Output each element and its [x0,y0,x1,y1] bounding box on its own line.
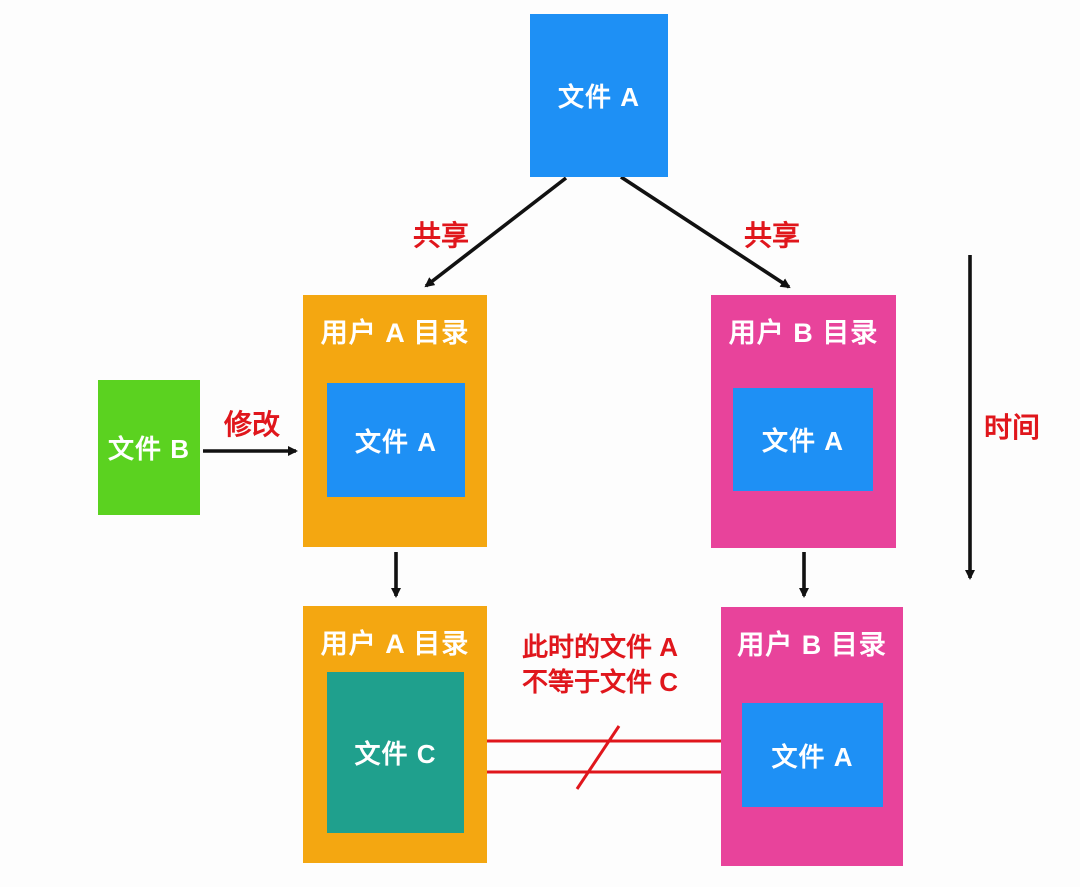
user-a-dir-node-t2: 用户 A 目录 文件 C [303,606,487,863]
file-a-in-dir-b-t1: 文件 A [733,388,873,491]
file-c-in-dir-a-t2-label: 文件 C [354,739,437,769]
file-a-in-dir-a-t1: 文件 A [327,383,465,497]
inequality-slash [575,725,621,790]
file-a-in-dir-b-t2-label: 文件 A [771,741,854,772]
user-b-dir-node-t2: 用户 B 目录 文件 A [721,607,903,866]
user-a-dir-title-t1: 用户 A 目录 [320,318,470,348]
file-a-label: 文件 A [557,82,640,112]
user-b-dir-title-t1: 用户 B 目录 [728,318,879,348]
modify-label: 修改 [224,409,281,440]
user-a-dir-node-t1: 用户 A 目录 文件 A [303,295,487,547]
file-a-in-dir-a-t1-label: 文件 A [354,426,437,457]
share-label-left: 共享 [413,220,470,251]
file-a-in-dir-b-t1-label: 文件 A [761,426,844,456]
time-label: 时间 [984,412,1041,443]
inequality-note-line2: 不等于文件 C [521,667,678,697]
inequality-note: 此时的文件 A 不等于文件 C [510,630,690,700]
file-c-in-dir-a-t2: 文件 C [327,672,464,833]
file-b-label: 文件 B [107,434,190,464]
inequality-note-line1: 此时的文件 A [521,632,678,662]
file-a-in-dir-b-t2: 文件 A [742,703,883,807]
user-a-dir-title-t2: 用户 A 目录 [320,629,470,659]
user-b-dir-node-t1: 用户 B 目录 文件 A [711,295,896,548]
file-b-node: 文件 B [98,380,200,515]
user-b-dir-title-t2: 用户 B 目录 [737,630,887,660]
share-label-right: 共享 [744,220,801,251]
file-a-node: 文件 A [530,14,668,177]
